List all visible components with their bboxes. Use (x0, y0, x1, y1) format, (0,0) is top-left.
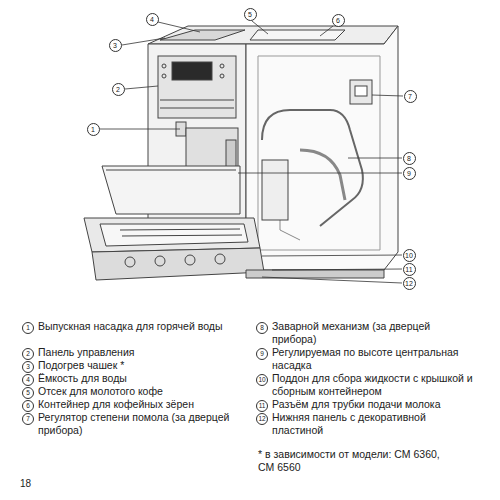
list-number: 12 (256, 413, 268, 425)
part-label: Регулируемая по высоте центральная насад… (272, 346, 477, 371)
part-label: Отсек для молотого кофе (38, 385, 238, 398)
part-label: Заварной механизм (за дверцей прибора) (272, 320, 477, 345)
list-number: 2 (22, 348, 34, 360)
list-number: 5 (22, 387, 34, 399)
part-label: Разъём для трубки подачи молока (272, 398, 477, 411)
part-label: Ёмкость для воды (38, 372, 238, 385)
callout-number: 3 (109, 39, 122, 52)
callout-number: 1 (87, 123, 100, 136)
footnote: * в зависимости от модели: CM 6360, CM 6… (258, 448, 458, 473)
list-number: 11 (256, 400, 268, 412)
callout-number: 9 (403, 167, 416, 180)
part-label: Нижняя панель с декоративной пластиной (272, 411, 477, 436)
page-number: 18 (20, 478, 31, 489)
callout-number: 11 (403, 263, 416, 276)
callout-number: 6 (332, 14, 345, 27)
part-label: Контейнер для кофейных зёрен (38, 398, 238, 411)
part-label: Поддон для сбора жидкости с крышкой и сб… (272, 372, 477, 397)
list-number: 4 (22, 374, 34, 386)
list-number: 9 (256, 348, 268, 360)
list-number: 1 (22, 322, 34, 334)
callout-number: 7 (404, 90, 417, 103)
list-number: 10 (256, 374, 268, 386)
list-number: 6 (22, 400, 34, 412)
part-label: Выпускная насадка для горячей воды (38, 320, 238, 333)
part-label: Подогрев чашек * (38, 359, 238, 372)
list-number: 7 (22, 413, 34, 425)
list-number: 3 (22, 361, 34, 373)
part-label: Панель управления (38, 346, 238, 359)
list-number: 8 (256, 322, 268, 334)
callout-number: 12 (403, 277, 416, 290)
callout-number: 8 (403, 152, 416, 165)
callout-number: 2 (112, 83, 125, 96)
callout-number: 4 (146, 13, 159, 26)
callout-number: 10 (403, 249, 416, 262)
part-label: Регулятор степени помола (за дверцей при… (38, 411, 238, 436)
callout-number: 5 (244, 8, 257, 21)
